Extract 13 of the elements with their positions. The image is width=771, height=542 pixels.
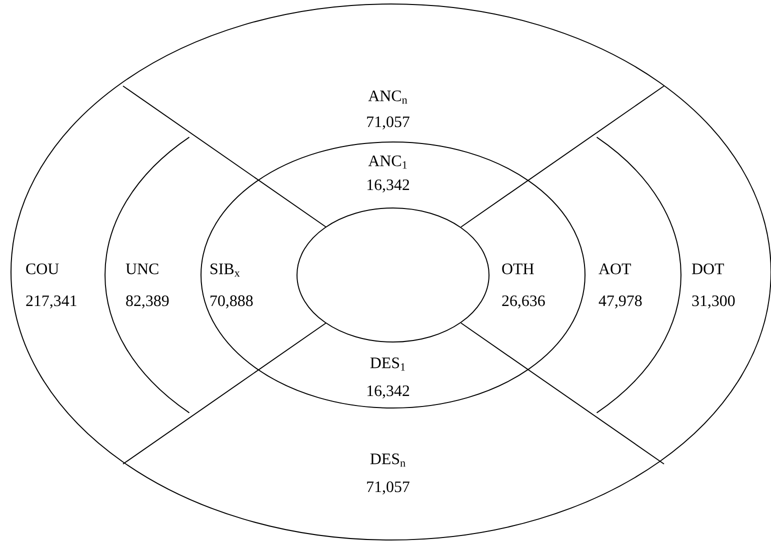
ellipse-shape bbox=[10, 4, 771, 540]
ellipse-shape bbox=[296, 208, 490, 342]
region-label: COU 217,341 bbox=[26, 264, 76, 308]
region-label: UNC 82,389 bbox=[126, 264, 169, 308]
region-label: ANC$_{1}$ 16,342 bbox=[368, 156, 410, 192]
region-label: DOT 31,300 bbox=[692, 264, 735, 308]
region-label: AOT 47,978 bbox=[598, 264, 642, 308]
region-label: ANC$_{n}$ 71,057 bbox=[367, 90, 410, 130]
ellipse-shape bbox=[200, 142, 586, 408]
region-label: DES$_{n}$ 71,057 bbox=[367, 454, 410, 494]
region-label: OTH 26,636 bbox=[502, 264, 545, 308]
region-label: DES$_{1}$ 16,342 bbox=[368, 358, 410, 398]
region-label: SIB$_{x}$ 70,888 bbox=[210, 264, 253, 308]
